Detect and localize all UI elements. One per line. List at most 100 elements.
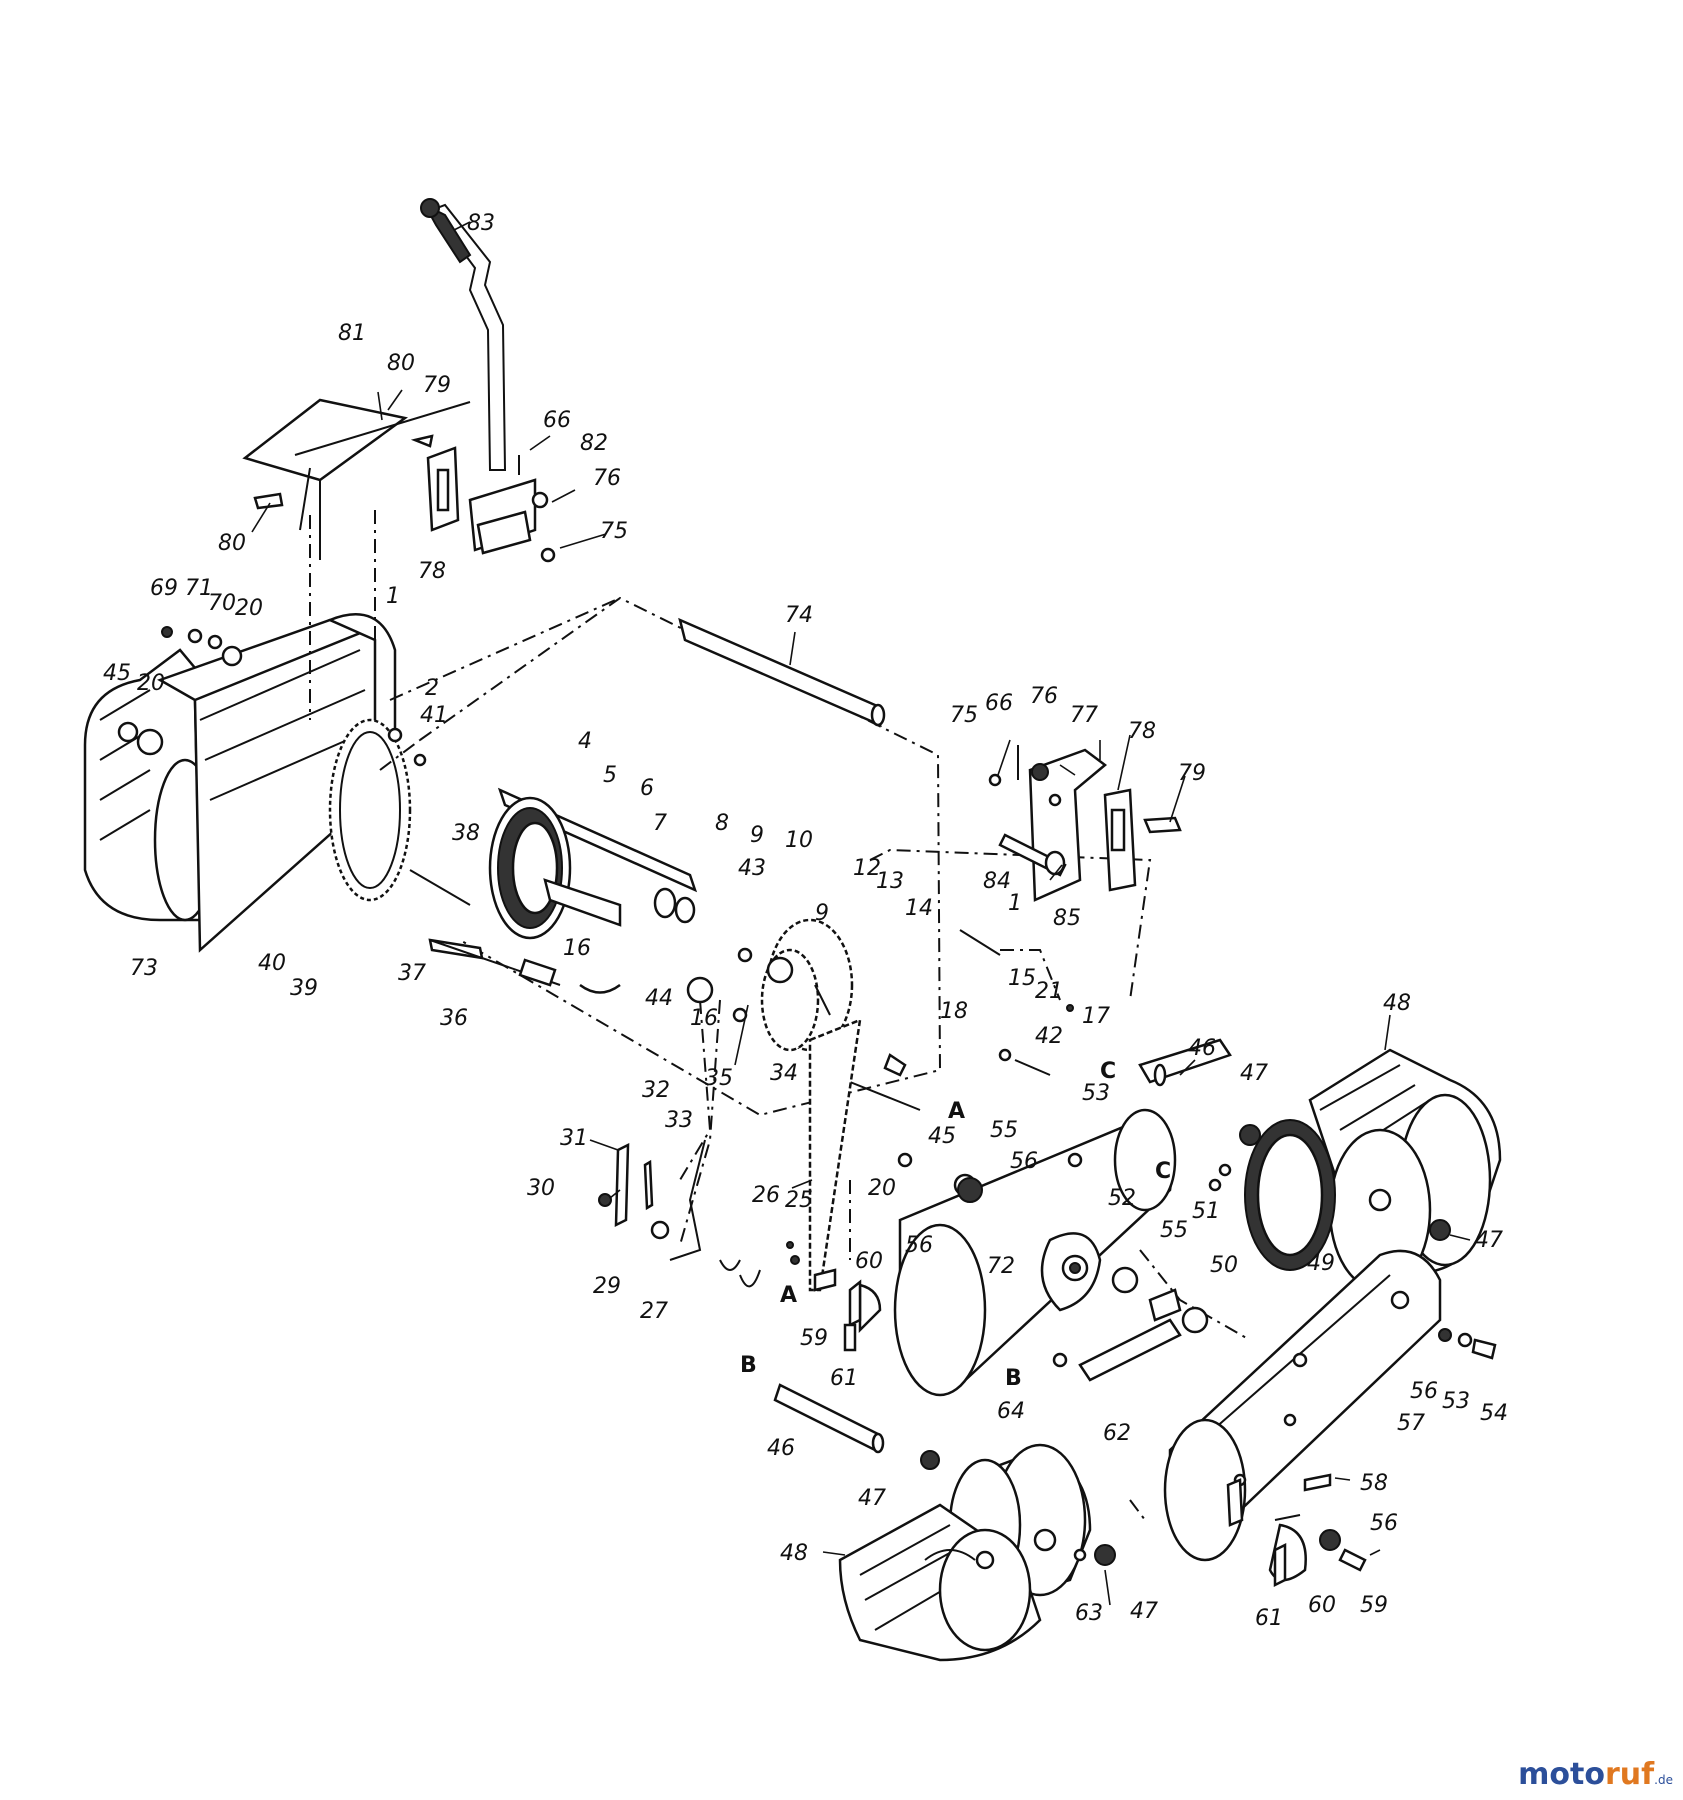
part-label-60: 60 [1308,1593,1336,1618]
part-label-39: 39 [290,976,318,1001]
part-label-58: 58 [1360,1471,1388,1496]
watermark-logo: motoruf.de [1518,1757,1673,1792]
part-label-27: 27 [640,1299,668,1324]
part-label-48: 48 [780,1541,808,1566]
part-label-49: 49 [1307,1251,1335,1276]
part-label-5: 5 [603,763,617,788]
watermark-part-de: .de [1654,1773,1673,1787]
part-label-10: 10 [785,828,813,853]
part-label-8: 8 [715,811,729,836]
part-label-25: 25 [785,1188,813,1213]
part-label-2: 2 [425,676,439,701]
part-label-16: 16 [563,936,591,961]
part-label-56: 56 [1010,1149,1038,1174]
part-label-73: 73 [130,956,158,981]
part-label-56: 56 [1370,1511,1398,1536]
part-label-55: 55 [1160,1218,1188,1243]
part-label-75: 75 [600,519,628,544]
part-label-61: 61 [1255,1606,1283,1631]
part-label-79: 79 [1178,761,1206,786]
part-label-16: 16 [690,1006,718,1031]
part-label-47: 47 [1475,1228,1503,1253]
part-label-30: 30 [527,1176,555,1201]
part-label-42: 42 [1035,1024,1063,1049]
part-label-56: 56 [905,1233,933,1258]
reference-letter-a: A [780,1283,797,1308]
part-label-7: 7 [653,811,667,836]
part-label-72: 72 [987,1254,1015,1279]
part-label-50: 50 [1210,1253,1238,1278]
part-label-4: 4 [578,729,592,754]
part-label-47: 47 [1240,1061,1268,1086]
part-label-45: 45 [103,661,131,686]
part-number-labels: 83 81 80 79 66 82 76 75 80 78 69 71 70 2… [103,211,1508,1631]
part-label-61: 61 [830,1366,858,1391]
part-label-84: 84 [983,869,1011,894]
reference-letter-c: C [1100,1059,1116,1084]
part-label-12: 12 [853,856,881,881]
shaft-74 [678,617,886,728]
part-label-76: 76 [593,466,621,491]
part-label-20: 20 [235,596,263,621]
reference-letter-a: A [948,1099,965,1124]
part-label-46: 46 [1188,1036,1216,1061]
center-drum [893,1108,1209,1397]
part-label-82: 82 [580,431,608,456]
part-label-53: 53 [1442,1389,1470,1414]
part-label-71: 71 [185,576,213,601]
part-label-44: 44 [645,986,673,1011]
watermark-part-ruf: ruf [1604,1757,1655,1792]
watermark-part-moto: moto [1518,1757,1605,1792]
part-label-1: 1 [1008,891,1022,916]
reference-letter-b: B [1005,1366,1022,1391]
part-label-63: 63 [1075,1601,1103,1626]
part-label-59: 59 [800,1326,828,1351]
leader-lines [251,221,1471,1606]
part-label-53: 53 [1082,1081,1110,1106]
part-label-69: 69 [150,576,178,601]
pulley-assembly [409,787,921,1111]
part-label-85: 85 [1053,906,1081,931]
part-label-9: 9 [750,823,764,848]
part-label-59: 59 [1360,1593,1388,1618]
part-label-45: 45 [928,1124,956,1149]
part-label-38: 38 [452,821,480,846]
part-label-18: 18 [940,999,968,1024]
part-label-9: 9 [815,901,829,926]
handle-assembly [242,198,556,563]
part-label-83: 83 [467,211,495,236]
part-label-66: 66 [543,408,571,433]
belt-cover-assembly [1163,1249,1497,1588]
part-label-31: 31 [560,1126,588,1151]
part-label-26: 26 [752,1183,780,1208]
part-label-13: 13 [876,869,904,894]
right-bracket-cluster [959,745,1182,1076]
part-label-46: 46 [767,1436,795,1461]
part-label-20: 20 [868,1176,896,1201]
part-label-6: 6 [640,776,654,801]
part-label-56: 56 [1410,1379,1438,1404]
part-label-32: 32 [642,1078,670,1103]
part-label-70: 70 [208,591,236,616]
left-tine-housing [83,613,427,953]
part-label-52: 52 [1108,1186,1136,1211]
lower-tine-assembly [773,1383,1116,1662]
reference-letter-b: B [740,1353,757,1378]
part-label-43: 43 [738,856,766,881]
part-label-47: 47 [1130,1599,1158,1624]
part-label-81: 81 [338,321,366,346]
part-label-78: 78 [1128,719,1156,744]
part-label-17: 17 [1082,1004,1110,1029]
part-label-21: 21 [1035,979,1063,1004]
part-label-60: 60 [855,1249,883,1274]
part-label-75: 75 [950,703,978,728]
part-label-74: 74 [785,603,813,628]
part-label-54: 54 [1480,1401,1508,1426]
part-label-36: 36 [440,1006,468,1031]
part-label-14: 14 [905,896,933,921]
reference-letter-c: C [1155,1159,1171,1184]
part-label-15: 15 [1008,966,1036,991]
part-label-80: 80 [387,351,415,376]
chassis-outline [309,510,1251,1521]
